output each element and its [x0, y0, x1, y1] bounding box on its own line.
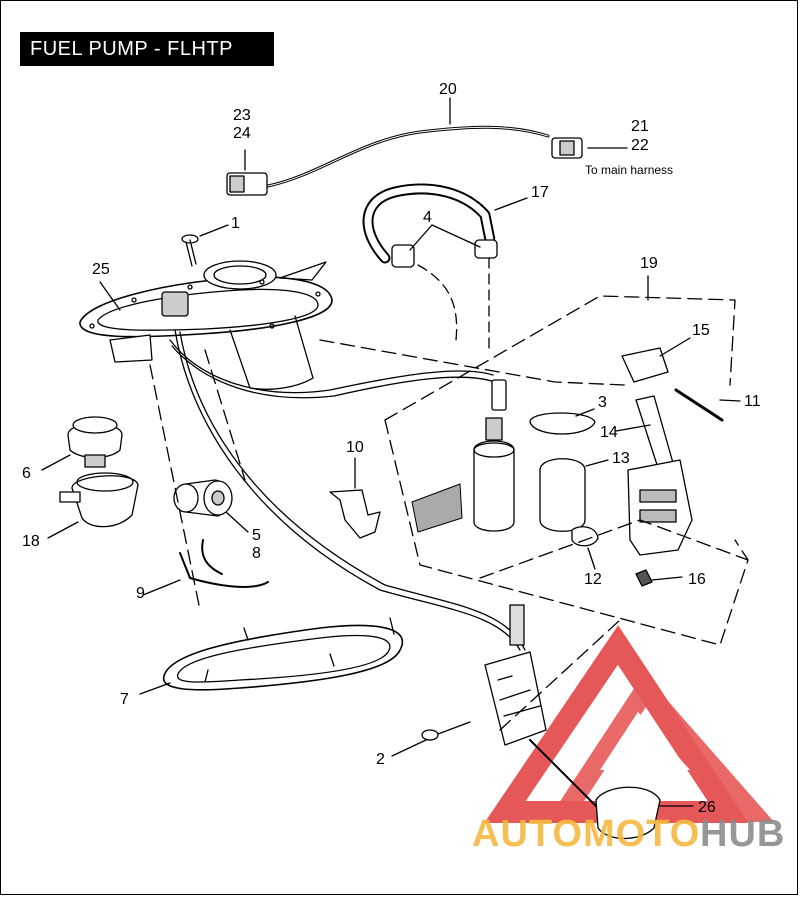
callout-19: 19 [640, 255, 658, 272]
fuel-pump-wire-harness [226, 125, 583, 196]
callout-leaders [41, 97, 741, 807]
fuel-level-sender-assembly [571, 347, 724, 587]
callout-20: 20 [439, 81, 457, 98]
bracket [329, 489, 381, 539]
callout-1: 1 [231, 215, 240, 232]
screw [181, 234, 199, 267]
callout-4: 4 [423, 209, 432, 226]
callout-24: 24 [233, 125, 251, 142]
fuel-hose [362, 183, 498, 351]
callout-14: 14 [600, 424, 618, 441]
callout-18: 18 [22, 533, 40, 550]
callout-17: 17 [531, 184, 549, 201]
callout-23: 23 [233, 107, 251, 124]
fuel-pump [411, 379, 596, 533]
gasket [163, 617, 404, 691]
fuel-filter-housing [59, 472, 139, 528]
page-title: FUEL PUMP - FLHTP [20, 32, 274, 66]
callout-10: 10 [346, 439, 364, 456]
callout-8: 8 [252, 545, 261, 562]
fuel-filter [173, 479, 233, 517]
watermark-text: AUTOMOTO HUB [472, 813, 785, 855]
callout-12: 12 [584, 571, 602, 588]
callout-11: 11 [744, 393, 761, 410]
callout-labels: 20 23 24 21 22 To main harness 17 4 1 25… [22, 81, 761, 816]
callout-22: 22 [631, 137, 649, 154]
sender-wires [169, 329, 526, 651]
callout-2: 2 [376, 751, 385, 768]
fuel-pump-module-outline [384, 295, 749, 646]
fuel-level-sender [421, 604, 661, 840]
callout-16: 16 [688, 571, 706, 588]
callout-3: 3 [598, 394, 607, 411]
pressure-regulator [67, 416, 123, 468]
callout-5: 5 [252, 527, 261, 544]
title-text: FUEL PUMP - FLHTP [30, 37, 233, 60]
callout-15: 15 [692, 322, 710, 339]
callout-21: 21 [631, 118, 649, 135]
callout-13: 13 [612, 450, 630, 467]
callout-26: 26 [698, 799, 716, 816]
callout-9: 9 [136, 585, 145, 602]
callout-6: 6 [22, 465, 31, 482]
fuel-pump-top-plate [79, 260, 333, 390]
callout-7: 7 [120, 691, 129, 708]
wire-clip [179, 539, 269, 588]
harness-note: To main harness [585, 163, 673, 177]
callout-25: 25 [92, 261, 110, 278]
watermark-part2: HUB [700, 813, 785, 855]
watermark-part1: AUTOMOTO [472, 813, 700, 855]
